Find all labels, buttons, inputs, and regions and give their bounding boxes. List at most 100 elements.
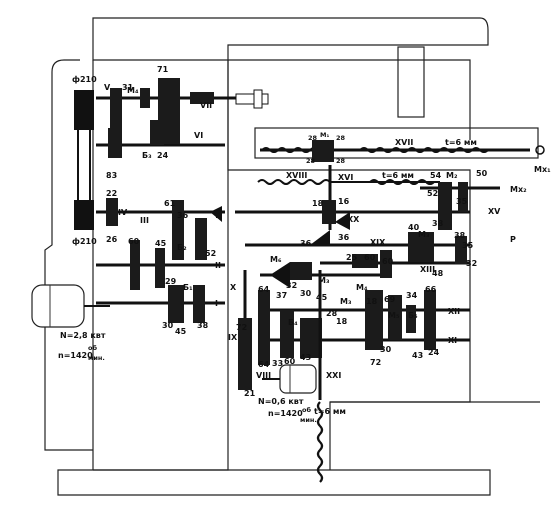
svg-text:Б₅: Б₅ (408, 311, 418, 320)
svg-text:M₄: M₄ (127, 86, 139, 95)
svg-text:60: 60 (364, 253, 376, 262)
svg-text:34: 34 (406, 291, 418, 300)
svg-text:71: 71 (157, 65, 169, 74)
svg-text:II: II (215, 261, 221, 270)
main-motor-power: N=2,8 квт (60, 331, 106, 340)
svg-text:M₃: M₃ (340, 297, 352, 306)
svg-text:25: 25 (346, 253, 358, 262)
svg-text:40: 40 (408, 223, 420, 232)
svg-text:28: 28 (306, 157, 316, 165)
feed-motor-speed: n=1420 (268, 409, 303, 418)
screw-xxi-name: XXI (326, 371, 341, 380)
svg-text:M₁: M₁ (320, 131, 329, 139)
svg-text:29: 29 (165, 277, 177, 286)
svg-text:VI: VI (194, 131, 203, 140)
main-motor-unit-top: об (88, 344, 97, 352)
svg-text:XIII: XIII (420, 265, 435, 274)
svg-text:32: 32 (466, 259, 477, 268)
svg-text:M₄: M₄ (356, 283, 368, 292)
svg-text:IV: IV (118, 208, 128, 217)
svg-text:30: 30 (162, 321, 174, 330)
svg-text:64: 64 (258, 360, 270, 369)
svg-text:33: 33 (272, 359, 283, 368)
svg-text:21: 21 (244, 389, 256, 398)
svg-text:M₆: M₆ (270, 255, 282, 264)
svg-text:36: 36 (300, 239, 312, 248)
svg-text:54: 54 (430, 171, 442, 180)
handle-p: P (510, 235, 516, 244)
main-motor-speed: n=1420 (58, 351, 93, 360)
screw-xxi-pitch: t=6 мм (314, 407, 346, 416)
svg-text:M₃: M₃ (318, 276, 330, 285)
lower-feed-train: M₆ 32 30 M₃ 45 28 M₃ 18 M₄ 18 69 M₅ 34 Б… (228, 255, 470, 398)
svg-text:38: 38 (197, 321, 209, 330)
main-motor-unit-bottom: мин. (88, 354, 105, 362)
svg-text:Б₃: Б₃ (142, 151, 152, 160)
svg-text:XIX: XIX (370, 238, 386, 247)
svg-text:30: 30 (380, 345, 392, 354)
svg-text:XV: XV (488, 207, 501, 216)
screw-xvii-pitch: t=6 мм (445, 138, 477, 147)
screw-xxi: XXI t=6 мм (314, 270, 346, 483)
svg-text:M₅: M₅ (388, 311, 400, 320)
svg-text:64: 64 (258, 285, 270, 294)
svg-text:VII: VII (200, 101, 212, 110)
spindle-head: V 31 71 M₄ VII VI Б₃ 24 83 (96, 65, 269, 180)
feed-motor-unit-top: об (302, 406, 311, 414)
svg-text:XVI: XVI (338, 173, 353, 182)
svg-text:28: 28 (336, 134, 346, 142)
main-motor: N=2,8 квт n=1420 об мин. (31, 284, 110, 362)
svg-text:III: III (140, 216, 149, 225)
svg-text:60: 60 (128, 237, 140, 246)
svg-text:60: 60 (382, 257, 394, 266)
svg-text:VIII: VIII (256, 371, 271, 380)
svg-text:16: 16 (338, 197, 350, 206)
belt-drive: ф210 ф210 (72, 75, 97, 246)
svg-text:26: 26 (106, 235, 118, 244)
feed-motor-unit-bottom: мин. (300, 416, 317, 424)
svg-text:52: 52 (205, 249, 216, 258)
screw-xviii-name: XVIII (286, 171, 307, 180)
svg-text:Б₂: Б₂ (177, 243, 187, 252)
pulley-bottom-label: ф210 (72, 237, 97, 246)
svg-text:38: 38 (454, 231, 466, 240)
screw-xviii-pitch: t=6 мм (382, 171, 414, 180)
svg-text:32: 32 (286, 281, 297, 290)
svg-text:XII: XII (448, 307, 460, 316)
svg-text:IX: IX (228, 333, 238, 342)
svg-text:XI: XI (448, 336, 457, 345)
svg-text:18: 18 (312, 199, 324, 208)
screw-xviii: XVIII t=6 мм XVI (257, 171, 440, 185)
svg-text:45: 45 (316, 293, 328, 302)
svg-text:43: 43 (300, 353, 311, 362)
svg-text:69: 69 (384, 295, 396, 304)
pulley-top-label: ф210 (72, 75, 97, 84)
svg-text:28: 28 (308, 134, 318, 142)
svg-text:36: 36 (338, 233, 350, 242)
svg-text:30: 30 (300, 289, 312, 298)
svg-text:52: 52 (427, 189, 438, 198)
speed-box: IV 22 26 III 61 36 T 60 45 Б₂ 52 II 29 Б… (96, 189, 225, 336)
svg-text:72: 72 (236, 323, 247, 332)
svg-text:45: 45 (175, 327, 187, 336)
svg-text:60: 60 (284, 357, 296, 366)
svg-text:35: 35 (456, 197, 468, 206)
svg-text:35: 35 (462, 241, 474, 250)
screw-xvii: XVII t=6 мм Mx₁ 28 M₁ 28 28 28 (260, 131, 551, 174)
svg-text:83: 83 (106, 171, 117, 180)
svg-text:45: 45 (155, 239, 167, 248)
svg-text:31: 31 (122, 83, 134, 92)
svg-text:48: 48 (432, 269, 444, 278)
svg-text:50: 50 (476, 169, 488, 178)
feed-motor-power: N=0,6 квт (258, 397, 304, 406)
svg-text:43: 43 (412, 351, 423, 360)
svg-text:38: 38 (432, 219, 444, 228)
svg-text:18: 18 (336, 317, 348, 326)
svg-text:28: 28 (336, 157, 346, 165)
handle-mx2: Mx₂ (510, 185, 527, 194)
screw-xvii-name: XVII (395, 138, 413, 147)
svg-text:72: 72 (370, 358, 381, 367)
handle-mx1: Mx₁ (534, 165, 551, 174)
svg-text:M₂: M₂ (446, 171, 458, 180)
